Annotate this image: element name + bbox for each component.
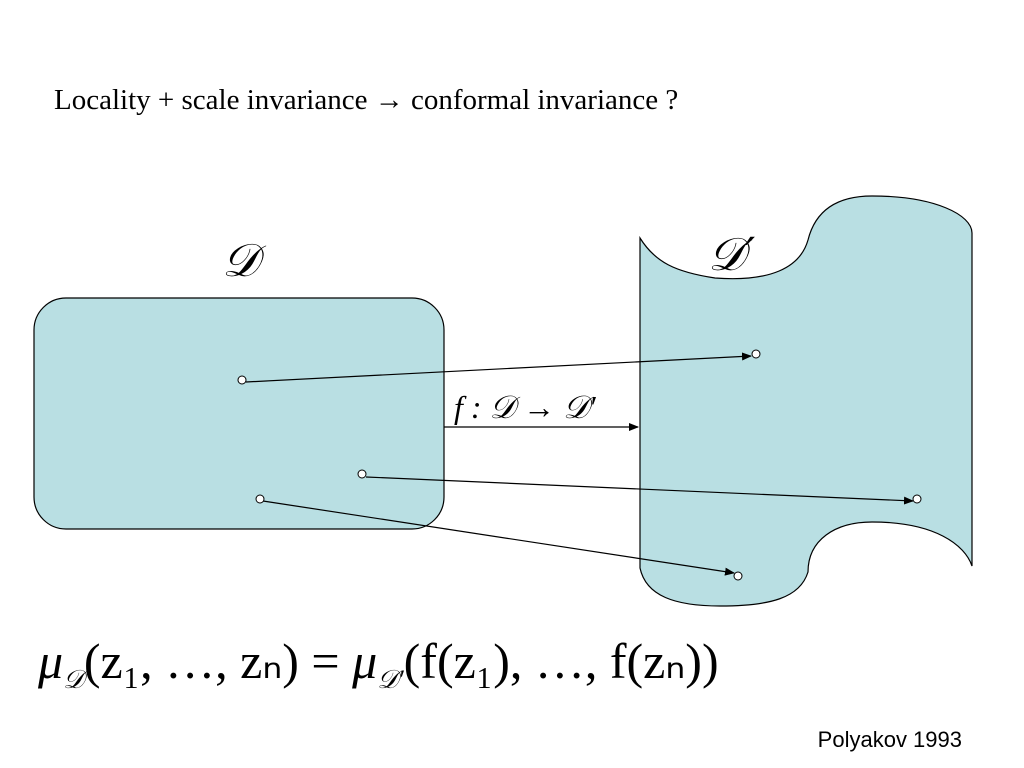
map-label: f : 𝒟 → 𝒟′ — [454, 389, 597, 425]
point-z3 — [255, 494, 265, 504]
equation-mu-lhs: μ — [38, 633, 64, 689]
point-arrow-3 — [262, 500, 735, 576]
point-z1 — [237, 375, 247, 385]
domain-D-prime-label: 𝒟′ — [708, 227, 756, 281]
domain-D-shape — [33, 297, 445, 530]
equation-rhs-subscript: 𝒟′ — [377, 665, 404, 694]
point-z2 — [357, 469, 367, 479]
point-arrow-2 — [365, 476, 914, 505]
slide-title: Locality + scale invariance → conformal … — [54, 84, 679, 116]
domain-D-prime-shape — [639, 195, 973, 607]
equation-rhs-args: (f(z₁), …, f(zₙ)) — [403, 633, 719, 689]
equation-equals: = — [298, 633, 353, 689]
point-f-z2 — [912, 494, 922, 504]
point-arrow-1 — [245, 352, 752, 383]
point-f-z1 — [751, 349, 761, 359]
point-f-z3 — [733, 571, 743, 581]
equation-lhs-subscript: 𝒟 — [63, 665, 84, 694]
equation-lhs-args: (z₁, …, zₙ) — [83, 633, 299, 689]
citation: Polyakov 1993 — [817, 727, 962, 752]
equation-mu-rhs: μ — [352, 633, 378, 689]
invariance-equation: μ𝒟(z₁, …, zₙ) = μ𝒟′(f(z₁), …, f(zₙ)) — [38, 636, 719, 693]
domain-D-label: 𝒟 — [222, 233, 267, 287]
